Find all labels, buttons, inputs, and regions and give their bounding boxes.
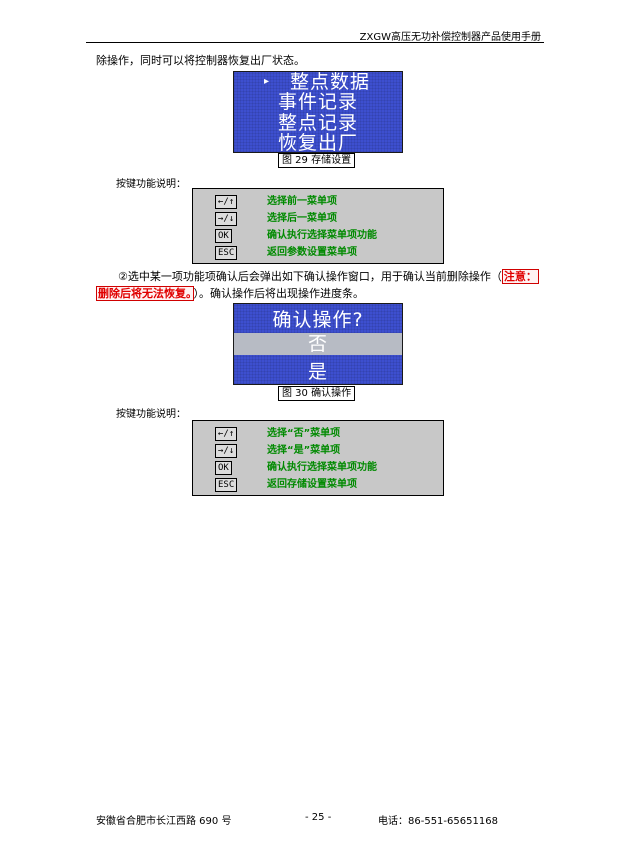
key-row: ←/↑ 选择“否”菜单项 [215, 426, 441, 443]
lcd-screen-confirm: 确认操作? 否 是 [233, 303, 403, 385]
key-row: ←/↑ 选择前一菜单项 [215, 194, 441, 211]
key-description: 选择“是”菜单项 [267, 445, 341, 456]
key-cap: ESC [215, 246, 238, 260]
key-cap: →/↓ [215, 444, 238, 458]
lcd-menu-item: 恢复出厂 [277, 132, 358, 153]
key-description: 确认执行选择菜单项功能 [267, 230, 377, 241]
key-description: 返回参数设置菜单项 [267, 247, 357, 258]
key-cap: OK [215, 461, 232, 475]
lcd-option-no-selected: 否 [234, 333, 402, 355]
key-cap: ESC [215, 478, 238, 492]
page-header-title: ZXGW高压无功补偿控制器产品使用手册 [359, 32, 541, 43]
key-description: 选择前一菜单项 [267, 196, 337, 207]
warning-label: 注意： [501, 269, 539, 284]
paragraph-intro: 除操作，同时可以将控制器恢复出厂状态。 [96, 54, 305, 67]
lcd-screen-storage: ▸ 整点数据 事件记录 整点记录 恢复出厂 [233, 71, 403, 153]
key-row: →/↓ 选择“是”菜单项 [215, 443, 441, 460]
footer-page-number: - 25 - [305, 812, 332, 823]
header-rule [86, 42, 544, 43]
key-row: →/↓ 选择后一菜单项 [215, 211, 441, 228]
key-description: 选择后一菜单项 [267, 213, 337, 224]
figure-caption: 图 30 确认操作 [278, 386, 356, 401]
footer-address: 安徽省合肥市长江西路 690 号 [96, 816, 232, 827]
menu-cursor-icon: ▸ [264, 76, 270, 87]
paragraph-confirm-cont: 删除后将无法恢复。）。确认操作后将出现操作进度条。 [96, 285, 364, 301]
key-cap: ←/↑ [215, 195, 238, 209]
paragraph-text: ②选中某一项功能项确认后会弹出如下确认操作窗口，用于确认当前删除操作（ [118, 270, 502, 283]
key-description: 返回存储设置菜单项 [267, 479, 357, 490]
lcd-prompt: 确认操作? [272, 309, 364, 331]
lcd-menu-item: 整点数据 [289, 71, 370, 93]
keys-label: 按键功能说明： [116, 179, 186, 190]
key-description: 选择“否”菜单项 [267, 428, 341, 439]
paragraph-confirm: ②选中某一项功能项确认后会弹出如下确认操作窗口，用于确认当前删除操作（注意： [118, 268, 539, 284]
key-function-table: ←/↑ 选择“否”菜单项 →/↓ 选择“是”菜单项 OK 确认执行选择菜单项功能… [192, 420, 444, 496]
key-cap: OK [215, 229, 232, 243]
keys-label: 按键功能说明： [116, 409, 186, 420]
lcd-menu-item: 整点记录 [277, 112, 358, 134]
paragraph-text: ）。确认操作后将出现操作进度条。 [193, 287, 365, 300]
key-row: ESC 返回参数设置菜单项 [215, 245, 441, 262]
key-row: OK 确认执行选择菜单项功能 [215, 460, 441, 477]
key-function-table: ←/↑ 选择前一菜单项 →/↓ 选择后一菜单项 OK 确认执行选择菜单项功能 E… [192, 188, 444, 264]
key-row: OK 确认执行选择菜单项功能 [215, 228, 441, 245]
footer-phone: 电话：86-551-65651168 [378, 816, 498, 827]
key-cap: →/↓ [215, 212, 238, 226]
figure-caption: 图 29 存储设置 [278, 153, 356, 168]
key-cap: ←/↑ [215, 427, 238, 441]
lcd-option-yes: 是 [307, 361, 328, 383]
lcd-menu-item: 事件记录 [277, 91, 358, 113]
warning-text: 删除后将无法恢复。 [96, 286, 194, 301]
key-description: 确认执行选择菜单项功能 [267, 462, 377, 473]
key-row: ESC 返回存储设置菜单项 [215, 477, 441, 494]
